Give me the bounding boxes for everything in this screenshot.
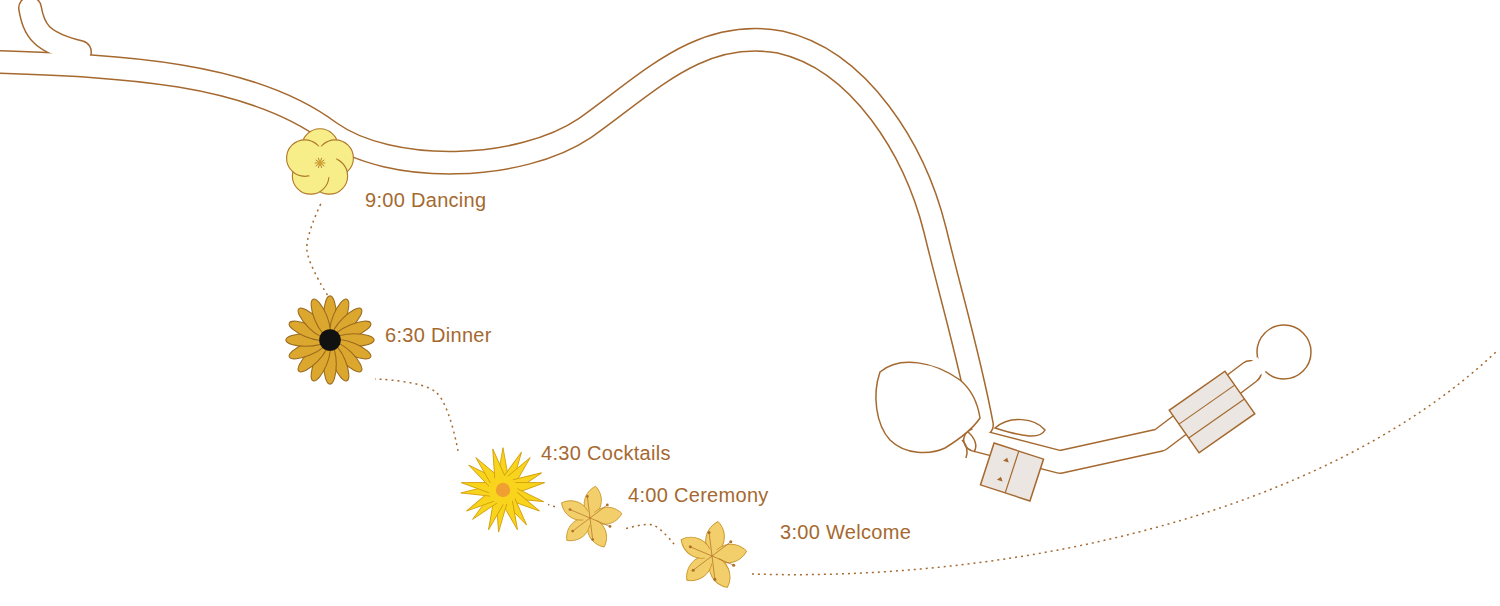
flower-icon [285, 295, 375, 385]
lawn-arc [995, 420, 1045, 436]
dotted-connector [375, 379, 458, 451]
flower-stop: 4:30 Cocktails [458, 445, 548, 535]
dotted-connector [548, 504, 555, 506]
road-edge [30, 8, 80, 52]
event-time-label: 3:00 Welcome [780, 520, 911, 544]
event-time-label: 4:30 Cocktails [541, 441, 671, 465]
turnaround-link [1250, 364, 1262, 372]
event-time-label: 9:00 Dancing [365, 188, 486, 212]
barn [1169, 371, 1255, 453]
road-fill [30, 8, 80, 52]
flower-icon [458, 445, 548, 535]
flower-icon [674, 518, 750, 594]
event-time-label: 4:00 Ceremony [628, 483, 769, 507]
road-fill [0, 40, 982, 425]
parking-lot [876, 362, 980, 452]
dotted-connector [625, 524, 674, 544]
flower-stop: 4:00 Ceremony [555, 483, 625, 553]
walk-path [752, 350, 1498, 575]
flower-stop: 3:00 Welcome [674, 518, 750, 594]
flower-stop: 6:30 Dinner [285, 295, 375, 385]
event-time-label: 6:30 Dinner [385, 323, 492, 347]
flower-icon [555, 483, 625, 553]
flower-stop: 9:00 Dancing [282, 125, 358, 201]
tree-mark [962, 432, 976, 458]
dotted-connector [307, 201, 328, 295]
cottage [980, 443, 1043, 501]
road-edge [0, 40, 982, 425]
flower-icon [282, 125, 358, 201]
